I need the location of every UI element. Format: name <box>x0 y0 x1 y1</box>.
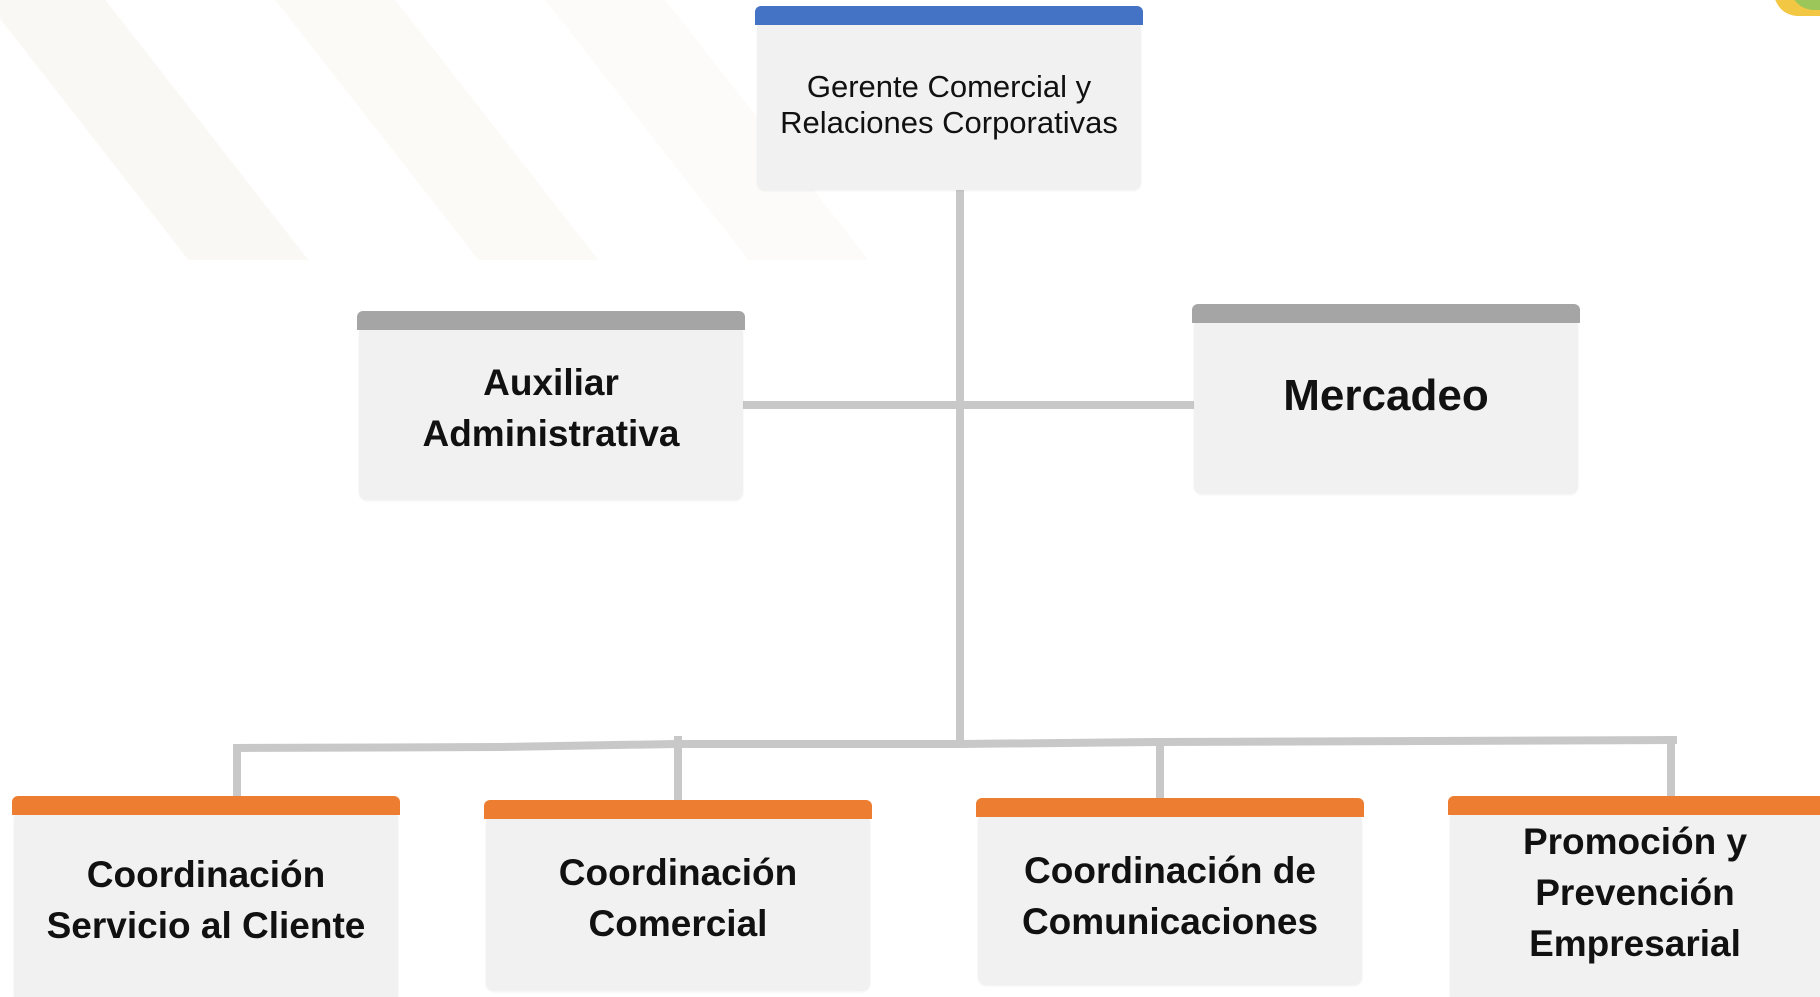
node-accent-bar <box>1192 304 1580 323</box>
node-label: Promoción y Prevención Empresarial <box>1522 821 1748 964</box>
node-accent-bar <box>357 311 745 330</box>
node-label: Coordinación Comercial <box>558 851 798 944</box>
corner-decoration-icon <box>1760 0 1820 22</box>
node-label: Coordinación de Comunicaciones <box>1021 849 1319 942</box>
node-label: Auxiliar Administrativa <box>422 361 680 454</box>
org-node-top: Gerente Comercial y Relaciones Corporati… <box>755 6 1143 190</box>
org-node-assistant: Mercadeo <box>1192 304 1580 494</box>
node-label: Gerente Comercial y Relaciones Corporati… <box>780 69 1118 140</box>
node-accent-bar <box>976 798 1364 817</box>
org-node-unit: Coordinación Servicio al Cliente <box>12 796 400 997</box>
node-label: Coordinación Servicio al Cliente <box>46 853 366 946</box>
units-bus-line <box>233 735 1678 802</box>
org-node-unit: Coordinación Comercial <box>484 800 872 991</box>
org-node-assistant: Auxiliar Administrativa <box>357 311 745 500</box>
node-label: Mercadeo <box>1283 371 1489 420</box>
node-accent-bar <box>484 800 872 819</box>
node-accent-bar <box>12 796 400 815</box>
org-node-unit: Promoción y Prevención Empresarial <box>1448 796 1820 997</box>
node-accent-bar <box>755 6 1143 25</box>
node-accent-bar <box>1448 796 1820 815</box>
org-node-unit: Coordinación de Comunicaciones <box>976 798 1364 985</box>
